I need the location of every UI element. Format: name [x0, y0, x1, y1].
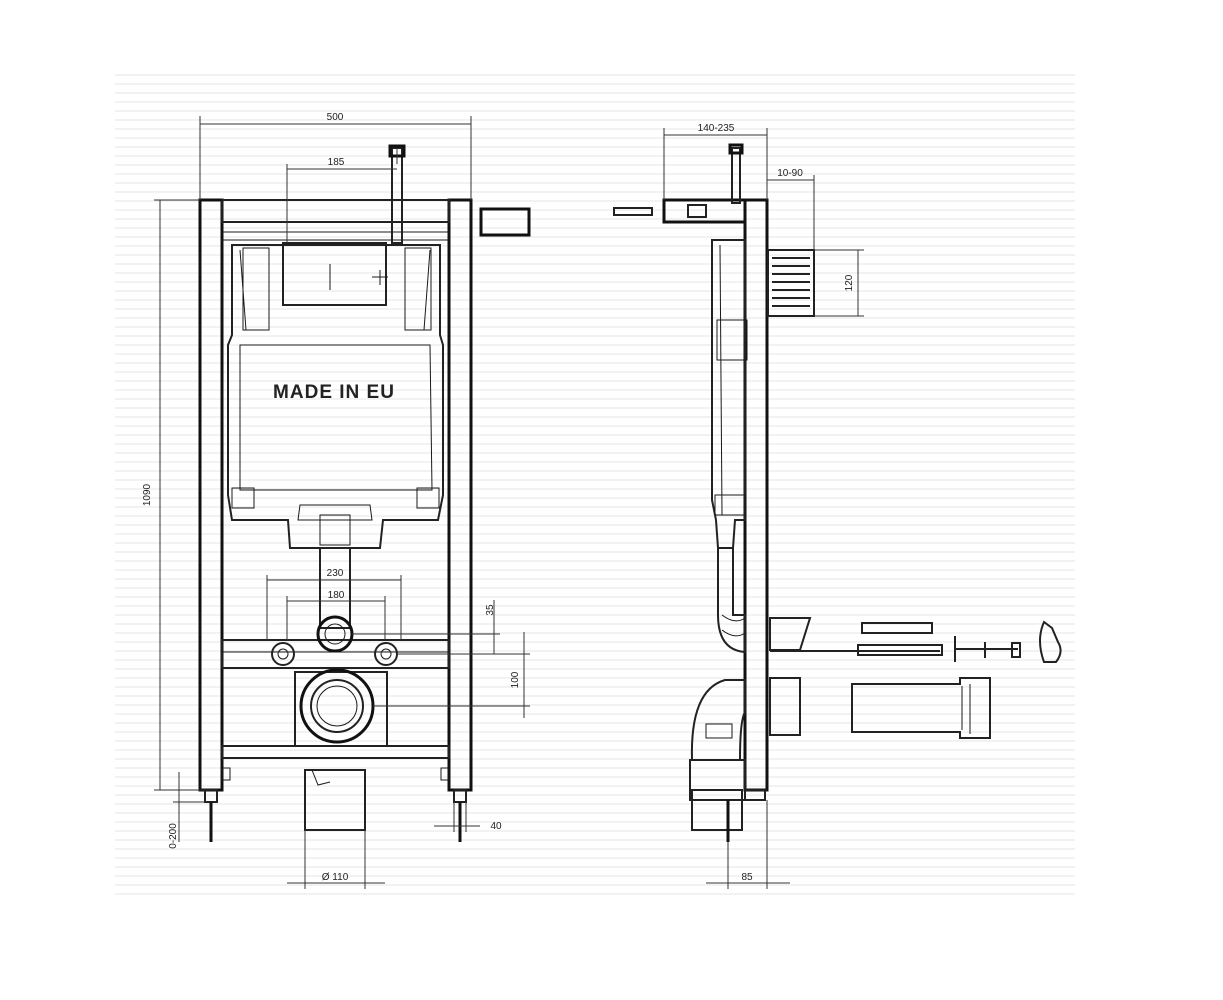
side-drain-pipe — [689, 759, 746, 801]
background-pattern — [115, 74, 1075, 895]
frame-right-post — [447, 198, 473, 792]
pan-waste-pipe — [851, 677, 991, 739]
side-view: 140-235 10-90 120 85 — [613, 123, 1062, 889]
dim-height: 1090 — [142, 483, 153, 506]
dim-stud-outer: 230 — [327, 568, 344, 579]
frame-top-rail — [221, 199, 450, 223]
frame-left-post — [198, 198, 224, 792]
mounting-stud-left — [271, 642, 295, 666]
flush-connection — [316, 615, 354, 653]
made-in-eu-label: MADE IN EU — [273, 382, 395, 403]
dim-drain-height: 100 — [510, 671, 521, 688]
dim-wall-range: 10-90 — [777, 168, 803, 179]
flush-opening — [282, 242, 387, 306]
side-inlet-valve — [613, 207, 653, 216]
dim-stud-inner: 180 — [328, 590, 345, 601]
side-flush-plate — [767, 249, 815, 317]
dim-width: 500 — [327, 112, 344, 123]
dim-depth-range: 140-235 — [698, 123, 735, 134]
dim-button-height: 120 — [844, 274, 855, 291]
dim-button-offset: 185 — [328, 157, 345, 168]
dim-foot-adjust: 0-200 — [168, 823, 179, 849]
flush-pipe — [319, 547, 351, 629]
side-drain-bend — [690, 679, 746, 761]
pan-connector — [861, 622, 933, 634]
dim-foot-offset: 40 — [490, 821, 502, 832]
front-view: MADE IN EU 500 — [142, 112, 531, 889]
dim-outlet-offset: 85 — [741, 872, 753, 883]
drain-pipe — [304, 769, 366, 831]
cistern-body — [227, 244, 444, 549]
dim-outlet-diameter: Ø 110 — [322, 872, 349, 883]
side-top-bracket — [662, 198, 747, 224]
mounting-stud-right — [374, 642, 398, 666]
foot-left — [204, 789, 218, 803]
side-cistern-profile — [711, 239, 746, 549]
side-flush-pipe — [717, 548, 746, 654]
frame-bottom-rail — [221, 745, 450, 759]
pan-seal — [1039, 620, 1062, 663]
connector-block — [479, 207, 531, 237]
dim-stud-height: 35 — [485, 604, 496, 616]
side-frame-upright — [743, 198, 769, 792]
foot-right — [453, 789, 467, 803]
